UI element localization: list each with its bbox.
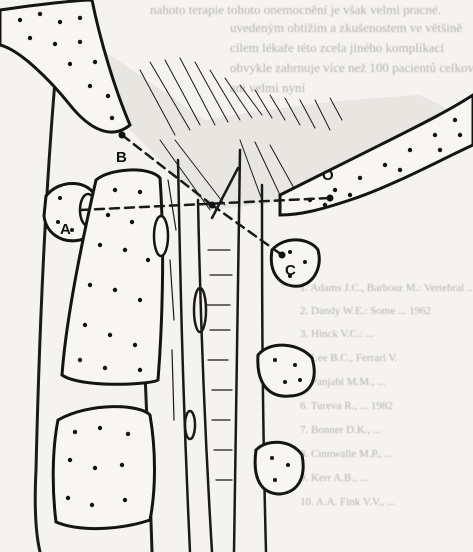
label-C: C: [285, 262, 296, 279]
spinous-process-c2: [258, 345, 314, 396]
label-A: A: [60, 221, 71, 238]
label-O: O: [322, 167, 334, 184]
spinous-process-c3: [255, 442, 303, 494]
label-B: B: [116, 149, 127, 166]
chamberlain-line: [212, 205, 282, 255]
vertebral-body-c3: [53, 407, 154, 529]
